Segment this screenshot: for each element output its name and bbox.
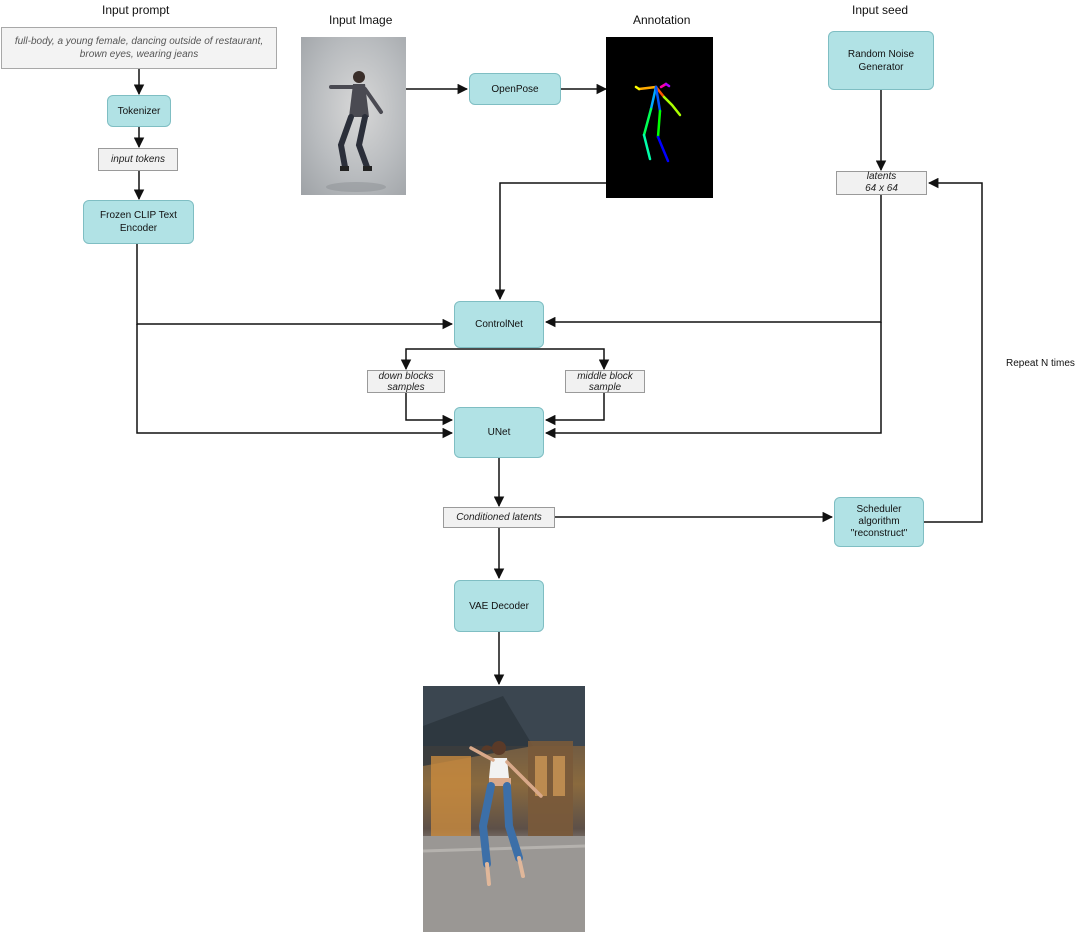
latents-box: latents 64 x 64 [836,171,927,195]
random-noise-generator-node: Random Noise Generator [828,31,934,90]
vae-decoder-node: VAE Decoder [454,580,544,632]
dancer-figure-icon [326,71,386,192]
output-image-photo [423,686,585,932]
title-input-image: Input Image [329,13,393,27]
scheduler-label-line1: Scheduler [856,504,902,515]
pose-skeleton-icon [634,82,682,163]
clip-text-encoder-node: Frozen CLIP Text Encoder [83,200,194,244]
latents-label: latents [866,171,897,182]
down-blocks-samples-box: down blocks samples [367,370,445,393]
latents-size-label: 64 x 64 [865,183,898,194]
tokenizer-node: Tokenizer [107,95,171,127]
title-input-seed: Input seed [852,3,909,17]
input-tokens-box: input tokens [98,148,178,171]
conditioned-latents-box: Conditioned latents [443,507,555,528]
pose-annotation-image [606,37,713,198]
input-prompt-box: full-body, a young female, dancing outsi… [1,27,277,69]
scheduler-label-line2: algorithm [858,516,900,527]
title-input-prompt: Input prompt [102,3,170,17]
unet-node: UNet [454,407,544,458]
openpose-node: OpenPose [469,73,561,105]
title-annotation: Annotation [633,13,691,27]
output-dancer-scene-icon [423,686,585,932]
middle-block-sample-box: middle block sample [565,370,645,393]
scheduler-label-line3: "reconstruct" [850,528,908,539]
repeat-label: Repeat N times [1006,358,1075,369]
controlnet-node: ControlNet [454,301,544,348]
input-image-photo [301,37,406,195]
scheduler-node: Scheduler algorithm "reconstruct" [834,497,924,547]
